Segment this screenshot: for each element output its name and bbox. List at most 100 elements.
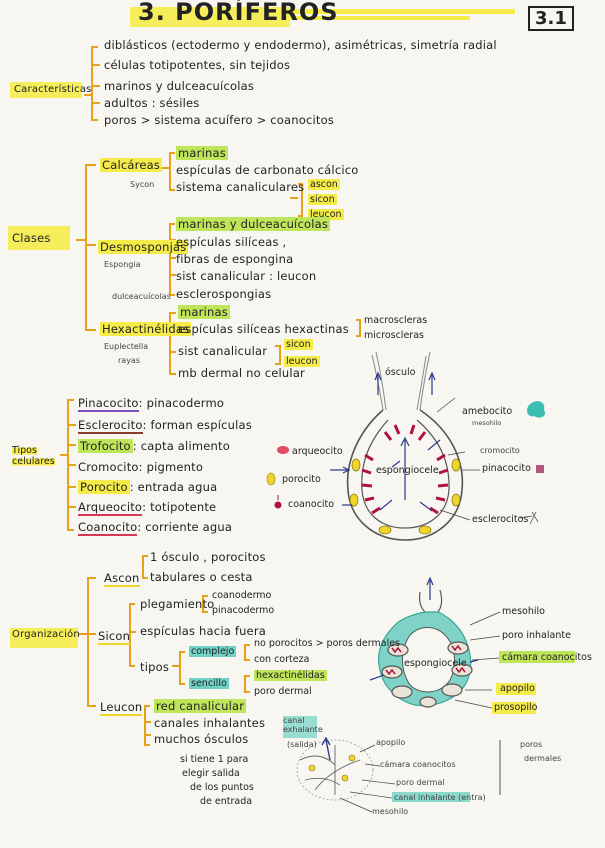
- d3-mesohilo-label: mesohilo: [372, 807, 409, 816]
- hex-item-1: marinas: [178, 305, 230, 319]
- bracket-tipos: [60, 399, 76, 531]
- calc-item-2: espículas de carbonato cálcico: [176, 163, 359, 177]
- demo-item-1: marinas y dulceacuícolas: [176, 217, 331, 231]
- d2-prosopilo-label: prosopilo: [494, 702, 538, 713]
- d1-osculo-label: ósculo: [385, 367, 416, 378]
- leucon-item-4: si tiene 1 para: [180, 754, 249, 765]
- leucon-item-3: muchos ósculos: [154, 732, 249, 746]
- d1-esclerocitos-label: esclerocitos: [472, 514, 529, 525]
- d1-porocito-label: porocito: [282, 474, 321, 485]
- sicon-pleg-item-1: coanodermo: [212, 590, 272, 601]
- page-title: 3. PORÍFEROS: [138, 0, 339, 26]
- sicon-sencillo: sencillo: [189, 678, 229, 689]
- diagram-leucon: [283, 716, 501, 813]
- leucon-item-2: canales inhalantes: [154, 716, 266, 730]
- sicon-espiculas: espículas hacia fuera: [140, 624, 267, 638]
- leucon-item-6: de los puntos: [190, 782, 254, 793]
- d3-poros-label: poros: [520, 740, 543, 749]
- org-sicon: Sicon: [98, 629, 131, 645]
- class-demospongias-example: Espongia: [104, 260, 141, 269]
- calc-system-2: sicon: [308, 194, 337, 205]
- d3-camara-label: cámara coanocitos: [380, 760, 456, 769]
- demo-item-4: sist canalicular : leucon: [176, 269, 317, 283]
- d3-apopilo-label: apopilo: [376, 738, 406, 747]
- bracket-organizacion: [78, 555, 250, 746]
- d1-cromocito-label: cromocito: [480, 446, 520, 455]
- hex-item-2: espículas silíceas hexactinas: [178, 322, 349, 336]
- calc-item-3: sistema canaliculares: [176, 180, 305, 194]
- hex-item-4: mb dermal no celular: [178, 366, 305, 380]
- cell-type-3: Trofocito: capta alimento: [78, 439, 230, 453]
- leucon-item-1: red canalicular: [154, 699, 247, 713]
- cell-type-5: Porocito: entrada agua: [78, 480, 218, 494]
- calc-item-1: marinas: [176, 146, 228, 160]
- ascon-item-1: 1 ósculo , porocitos: [150, 550, 266, 564]
- d1-arqueocito-label: arqueocito: [292, 446, 343, 457]
- class-hexactinelidas-example-2: rayas: [118, 356, 140, 365]
- caract-item-1: diblásticos (ectodermo y endodermo), asi…: [104, 38, 497, 52]
- cell-type-2: Esclerocito: forman espículas: [78, 418, 252, 434]
- leucon-item-5: elegir salida: [182, 768, 240, 779]
- calc-system-3: leucon: [308, 209, 344, 220]
- d3-poro-dermal-label: poro dermal: [396, 778, 445, 787]
- d2-mesohilo-label: mesohilo: [502, 606, 545, 617]
- d2-poro-inhalante-label: poro inhalante: [502, 630, 571, 641]
- cell-type-7: Coanocito: corriente agua: [78, 520, 233, 536]
- org-ascon: Ascon: [104, 571, 140, 587]
- class-calcareas: Calcáreas: [100, 158, 163, 172]
- hex-item-3: sist canalicular: [178, 344, 268, 358]
- section-label-tipos: Tipos celulares: [12, 445, 55, 467]
- d2-apopilo-label: apopilo: [500, 683, 535, 694]
- bracket-clases: [76, 152, 361, 375]
- class-hexactinelidas: Hexactinélidas: [100, 322, 192, 336]
- d1-pinacocito-label: pinacocito: [482, 463, 531, 474]
- sicon-tipos: tipos: [140, 660, 170, 674]
- d2-camara-label: cámara coanocitos: [502, 652, 592, 663]
- d1-espongiocele-label: espongiocele: [376, 465, 439, 476]
- caract-item-2: células totipotentes, sin tejidos: [104, 58, 291, 72]
- sicon-pleg-item-2: pinacodermo: [212, 605, 275, 616]
- sicon-complejo-item-1: no porocitos > poros dermales: [254, 638, 400, 649]
- bracket-caracteristicas: [84, 46, 100, 121]
- page-number: 3.1: [528, 6, 574, 31]
- d2-espongiocele-label: espongiocele: [404, 658, 467, 669]
- sicon-sencillo-item-2: poro dermal: [254, 686, 312, 697]
- d3-canal-exhalante-label: canal exhalante: [283, 716, 323, 734]
- sicon-sencillo-item-1: hexactinélidas: [254, 670, 327, 681]
- sicon-plegamiento: plegamiento: [140, 597, 215, 611]
- calc-system-1: ascon: [308, 179, 340, 190]
- hex-system-1: sicon: [284, 339, 313, 350]
- section-label-organizacion: Organización: [12, 629, 80, 640]
- leucon-item-7: de entrada: [200, 796, 253, 807]
- d1-amebocito-sub-label: mesohilo: [472, 419, 502, 427]
- ascon-item-2: tabulares o cesta: [150, 570, 253, 584]
- class-demospongias-example-2: dulceacuícolas: [112, 292, 171, 301]
- class-demospongias: Desmosponjas: [98, 240, 189, 254]
- diagram-ascon: [266, 351, 546, 541]
- d1-coanocito-label: coanocito: [288, 499, 335, 510]
- d3-dermales-label: dermales: [524, 754, 562, 763]
- diagram-sicon: [369, 576, 575, 714]
- caract-item-4: adultos : sésiles: [104, 96, 200, 110]
- demo-item-5: esclerospongias: [176, 287, 272, 301]
- d1-amebocito-label: amebocito: [462, 406, 513, 417]
- cell-type-6: Arqueocito: totipotente: [78, 500, 217, 516]
- section-label-clases: Clases: [12, 231, 51, 245]
- cell-type-1: Pinacocito: pinacodermo: [78, 396, 225, 412]
- org-leucon: Leucon: [100, 700, 143, 716]
- class-calcareas-example: Sycon: [130, 180, 155, 189]
- sicon-complejo: complejo: [189, 646, 237, 657]
- demo-item-2: espículas silíceas ,: [176, 235, 287, 249]
- d3-salida-label: (salida): [287, 740, 317, 749]
- section-label-caracteristicas: Características: [14, 84, 92, 95]
- caract-item-5: poros > sistema acuífero > coanocitos: [104, 113, 335, 127]
- demo-item-3: fibras de espongina: [176, 252, 294, 266]
- d3-canal-inhalante-label: canal inhalante (entra): [394, 793, 486, 802]
- class-hexactinelidas-example: Euplectella: [104, 342, 149, 351]
- hex-spicule-2: microscleras: [364, 330, 424, 341]
- hex-spicule-1: macroscleras: [364, 315, 428, 326]
- cell-type-4: Cromocito: pigmento: [78, 460, 204, 474]
- sicon-complejo-item-2: con corteza: [254, 654, 310, 665]
- hex-system-2: leucon: [284, 356, 320, 367]
